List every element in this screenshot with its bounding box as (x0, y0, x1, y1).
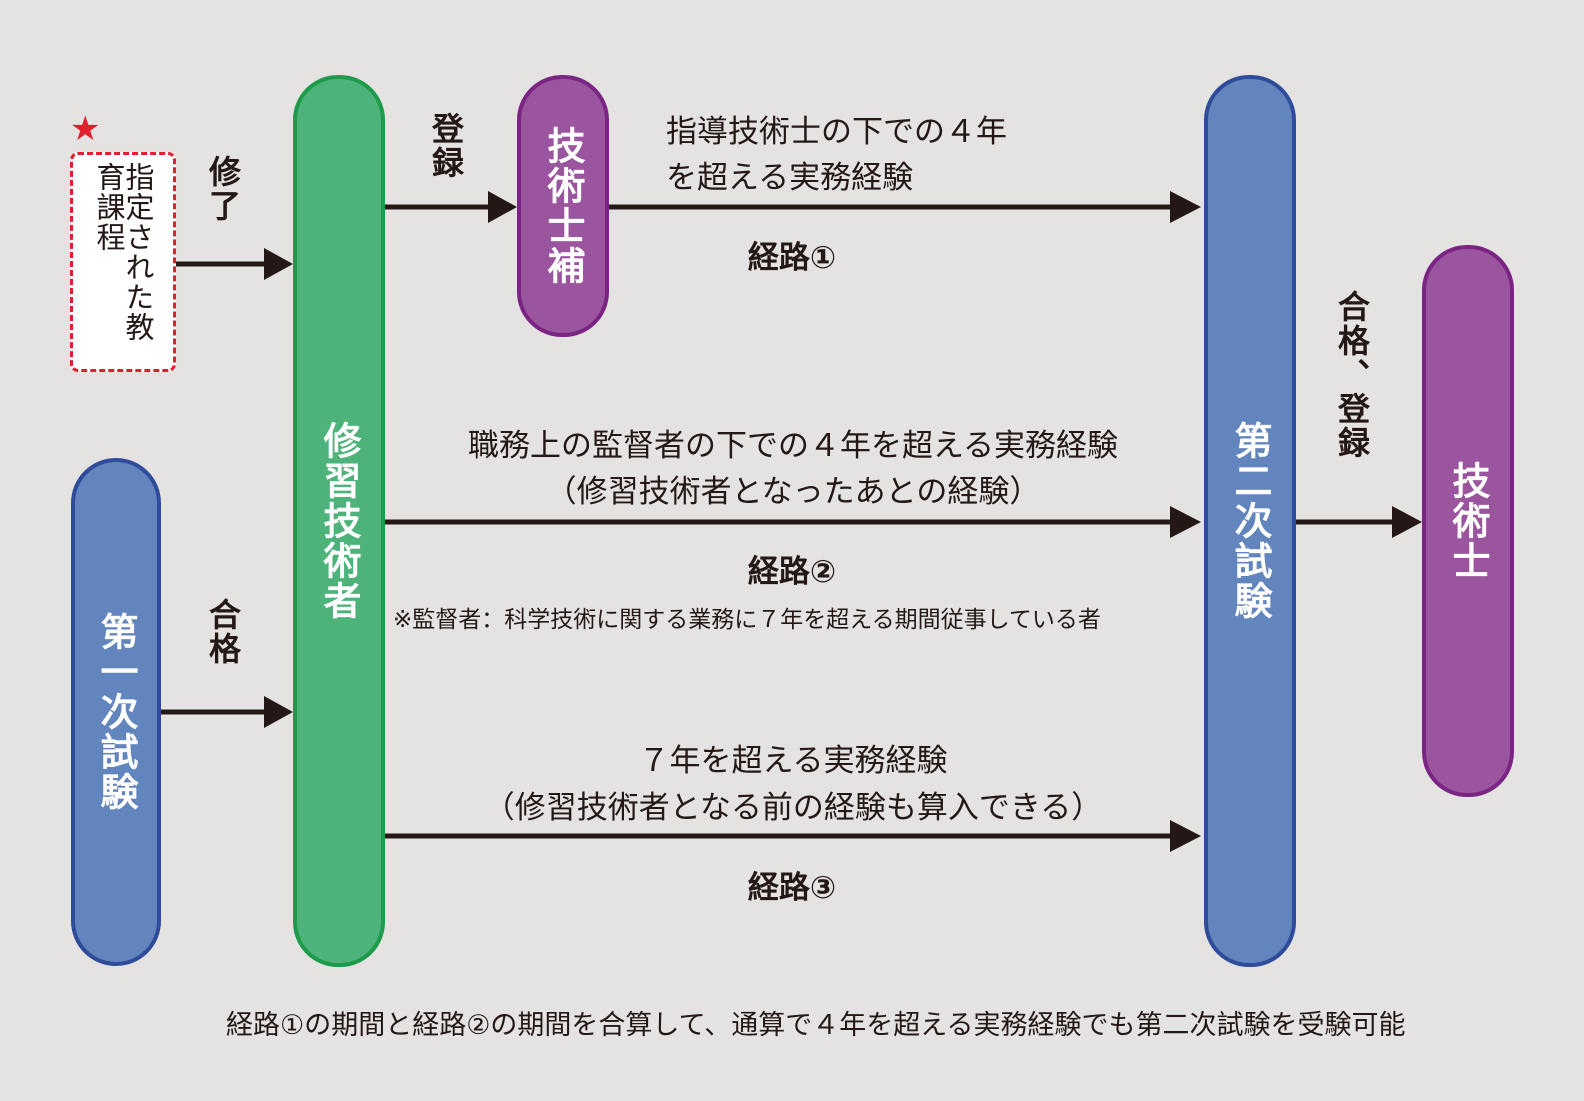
first-exam-label: 第一次試験 (94, 612, 138, 812)
register-label: 登録 (427, 112, 465, 180)
route2-line2: （修習技術者となったあとの経験） (545, 474, 1041, 510)
arrowhead-route1 (1170, 191, 1201, 223)
pass-register-label: 合格、登録 (1333, 290, 1371, 460)
second-exam-label: 第二次試験 (1228, 421, 1272, 621)
first-exam-node: 第一次試験 (71, 458, 161, 966)
pass-label: 合格 (204, 598, 242, 666)
engineer-node: 技術士 (1422, 245, 1514, 797)
route1-line2: を超える実務経験 (666, 160, 914, 196)
star-icon: ★ (70, 109, 101, 149)
route3-line1: ７年を超える実務経験 (638, 743, 948, 779)
assistant-label: 技術士補 (541, 126, 585, 286)
arrowhead-route2 (1170, 506, 1201, 538)
complete-label: 修了 (204, 155, 242, 223)
footnote: 経路①の期間と経路②の期間を合算して、通算で４年を超える実務経験でも第二次試験を… (226, 1010, 1406, 1041)
trainee-label: 修習技術者 (317, 421, 361, 621)
arrowhead-pass-register (1392, 506, 1422, 538)
designated-course-label: 指定された教育課程 (92, 162, 155, 342)
route3-line2: （修習技術者となる前の経験も算入できる） (483, 790, 1103, 826)
arrowhead-complete (264, 248, 293, 280)
designated-course-box: 指定された教育課程 (70, 152, 176, 372)
arrowhead-pass (264, 696, 293, 728)
route1-label: 経路① (747, 240, 837, 276)
assistant-node: 技術士補 (517, 75, 609, 337)
route2-note: ※監督者：科学技術に関する業務に７年を超える期間従事している者 (393, 607, 1101, 633)
arrowhead-route3 (1170, 820, 1201, 852)
engineer-label: 技術士 (1446, 461, 1490, 581)
route2-label: 経路② (747, 554, 837, 590)
route1-line1: 指導技術士の下での４年 (666, 114, 1007, 150)
trainee-node: 修習技術者 (293, 75, 385, 967)
arrowhead-register (488, 191, 517, 223)
second-exam-node: 第二次試験 (1204, 75, 1296, 967)
route2-line1: 職務上の監督者の下での４年を超える実務経験 (467, 428, 1119, 464)
route3-label: 経路③ (747, 870, 837, 906)
